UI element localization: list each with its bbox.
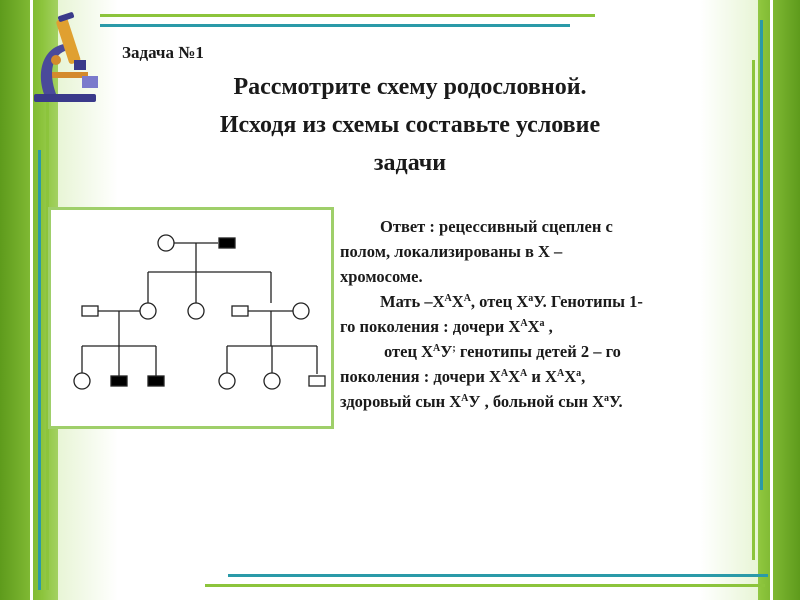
female-healthy (73, 372, 91, 390)
answer-line-5: го поколения : дочери ХАХа , (340, 317, 553, 336)
male-healthy (231, 305, 249, 317)
right-green-line (752, 60, 755, 560)
answer-line-1: Ответ : рецессивный сцеплен с (380, 217, 613, 236)
female-healthy (218, 372, 236, 390)
right-white-line (770, 0, 773, 600)
answer-line-3: хромосоме. (340, 267, 423, 286)
male-healthy (81, 305, 99, 317)
pedigree-diagram (48, 207, 334, 429)
heading-line-2: Исходя из схемы составьте условие (219, 112, 601, 138)
left-green-line (46, 90, 49, 590)
female-healthy (292, 302, 310, 320)
right-fade (700, 0, 758, 600)
answer-line-8: здоровый сын ХАУ , больной сын ХаУ. (340, 392, 623, 411)
male-healthy (308, 375, 326, 387)
female-healthy (157, 234, 175, 252)
answer-line-7: поколения : дочери ХАХА и ХАХа, (340, 367, 586, 386)
left-teal-line (38, 150, 41, 590)
female-healthy (187, 302, 205, 320)
male-affected (218, 237, 236, 249)
answer-text: Ответ : рецессивный сцеплен с полом, лок… (340, 214, 740, 414)
male-affected (147, 375, 165, 387)
female-carrier (139, 302, 157, 320)
top-green-line (100, 14, 595, 17)
answer-line-6: отец ХАУ; генотипы детей 2 – го (384, 342, 621, 361)
task-label: Задача №1 (122, 43, 204, 62)
bottom-green-line (205, 584, 765, 587)
answer-line-2: полом, локализированы в Х – (340, 242, 563, 261)
left-white-line (30, 0, 33, 600)
right-teal-line (760, 20, 763, 490)
microscope-icon (34, 12, 98, 102)
bottom-teal-line (228, 574, 768, 577)
answer-line-4: Мать –ХАХА, отец ХаУ. Генотипы 1- (380, 292, 643, 311)
heading-line-3: задачи (373, 150, 447, 176)
male-affected (110, 375, 128, 387)
heading-line-1: Рассмотрите схему родословной. (233, 74, 587, 100)
top-teal-line (100, 24, 570, 27)
female-healthy (263, 372, 281, 390)
slide-heading: Рассмотрите схему родословной. Исходя из… (140, 68, 680, 182)
